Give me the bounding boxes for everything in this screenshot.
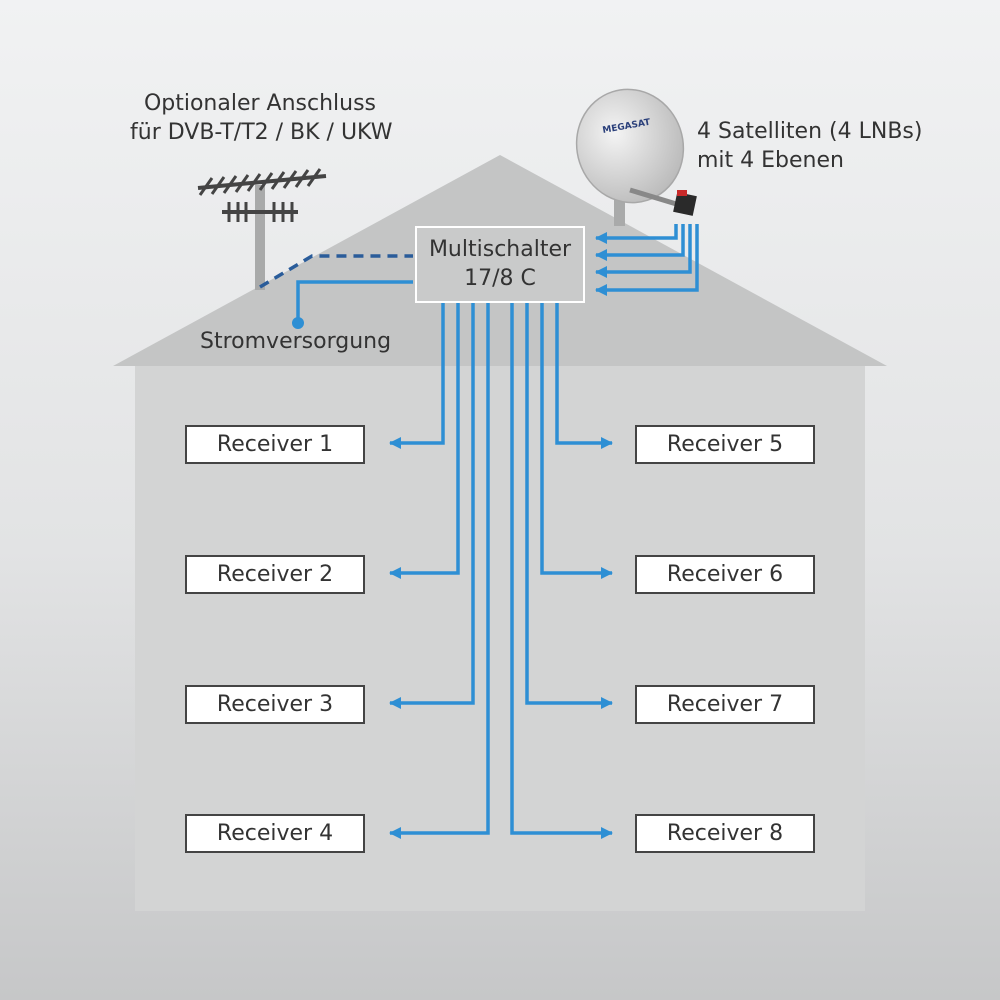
receiver-box: Receiver 3 — [185, 685, 365, 724]
receiver-box: Receiver 6 — [635, 555, 815, 594]
satellite-label-line-2: mit 4 Ebenen — [697, 147, 844, 173]
multiswitch-name: Multischalter — [428, 236, 572, 262]
antenna-label-line-2: für DVB-T/T2 / BK / UKW — [130, 119, 393, 145]
multiswitch-box: Multischalter 17/8 C — [415, 226, 585, 303]
lnb-cables — [595, 224, 699, 296]
satellite-dish-icon: MEGASAT — [575, 88, 697, 226]
receiver-box: Receiver 5 — [635, 425, 815, 464]
satellite-label: 4 Satelliten (4 LNBs) mit 4 Ebenen — [697, 118, 922, 175]
receiver-box: Receiver 7 — [635, 685, 815, 724]
power-cable — [296, 280, 413, 322]
receiver-box: Receiver 1 — [185, 425, 365, 464]
satellite-label-line-1: 4 Satelliten (4 LNBs) — [697, 119, 923, 144]
terrestrial-cable — [259, 254, 413, 289]
antenna-icon — [197, 168, 327, 290]
receiver-box: Receiver 4 — [185, 814, 365, 853]
power-label: Stromversorgung — [200, 329, 392, 354]
receiver-box: Receiver 8 — [635, 814, 815, 853]
power-connector-icon — [292, 317, 304, 329]
antenna-label: Optionaler Anschluss für DVB-T/T2 / BK /… — [130, 90, 393, 147]
receiver-box: Receiver 2 — [185, 555, 365, 594]
multiswitch-model: 17/8 C — [464, 265, 536, 291]
antenna-label-line-1: Optionaler Anschluss — [143, 91, 377, 116]
receiver-cables — [389, 303, 613, 839]
